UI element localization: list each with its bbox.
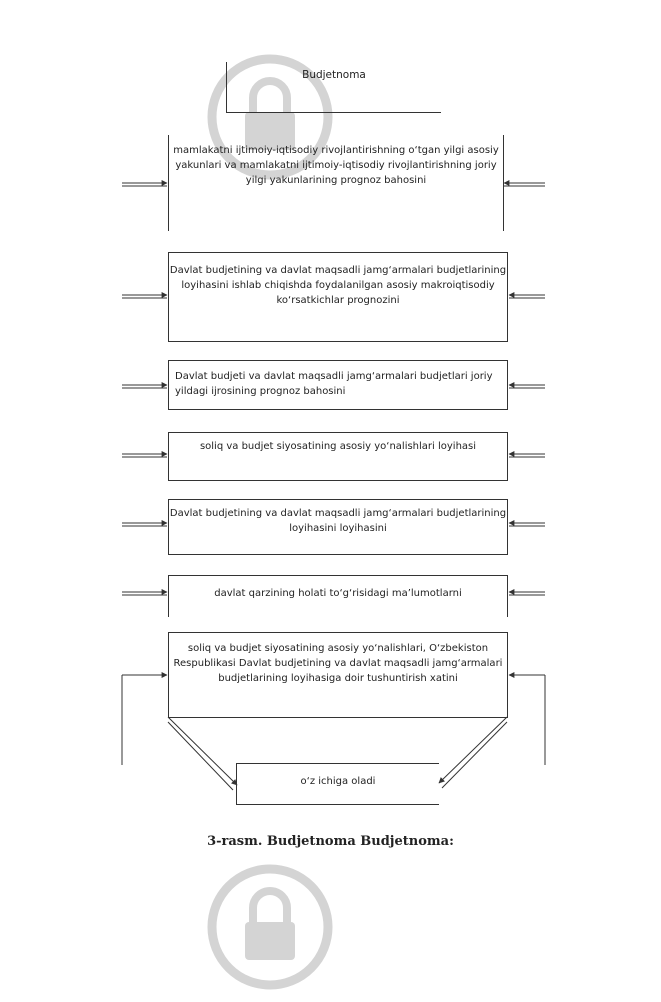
figure-caption: 3-rasm. Budjetnoma Budjetnoma: — [207, 834, 454, 849]
box-state-debt-text: davlat qarzining holati to‘g‘risidagi ma… — [214, 588, 462, 599]
lock-icon — [207, 54, 333, 180]
box-state-debt: davlat qarzining holati to‘g‘risidagi ma… — [168, 575, 508, 617]
box-budget-draft: Davlat budjetining va davlat maqsadli ja… — [168, 499, 508, 555]
box-previous-year-results: mamlakatni ijtimoiy-iqtisodiy rivojlanti… — [168, 135, 504, 231]
title-box: Budjetnoma — [226, 62, 441, 113]
box-macro-forecast-text: Davlat budjetining va davlat maqsadli ja… — [169, 265, 507, 306]
box-tax-budget-policy: soliq va budjet siyosatining asosiy yo‘n… — [168, 432, 508, 481]
box-budget-draft-text: Davlat budjetining va davlat maqsadli ja… — [169, 508, 507, 534]
box-tax-budget-policy-text: soliq va budjet siyosatining asosiy yo‘n… — [199, 441, 477, 452]
box-execution-forecast: Davlat budjeti va davlat maqsadli jamg‘a… — [168, 360, 508, 410]
diagonal-right — [438, 716, 508, 784]
diagonal-left — [167, 716, 238, 786]
box-includes: o‘z ichiga oladi — [236, 763, 439, 805]
box-explanatory-note: soliq va budjet siyosatining asosiy yo‘n… — [168, 632, 508, 718]
box-explanatory-note-text: soliq va budjet siyosatining asosiy yo‘n… — [173, 643, 503, 684]
connector-layer — [121, 180, 546, 791]
box-macro-forecast: Davlat budjetining va davlat maqsadli ja… — [168, 252, 508, 342]
title-box-text: Budjetnoma — [302, 69, 366, 81]
box-includes-text: o‘z ichiga oladi — [300, 776, 376, 787]
box-previous-year-results-text: mamlakatni ijtimoiy-iqtisodiy rivojlanti… — [173, 145, 499, 186]
box-execution-forecast-text: Davlat budjeti va davlat maqsadli jamg‘a… — [175, 371, 493, 397]
